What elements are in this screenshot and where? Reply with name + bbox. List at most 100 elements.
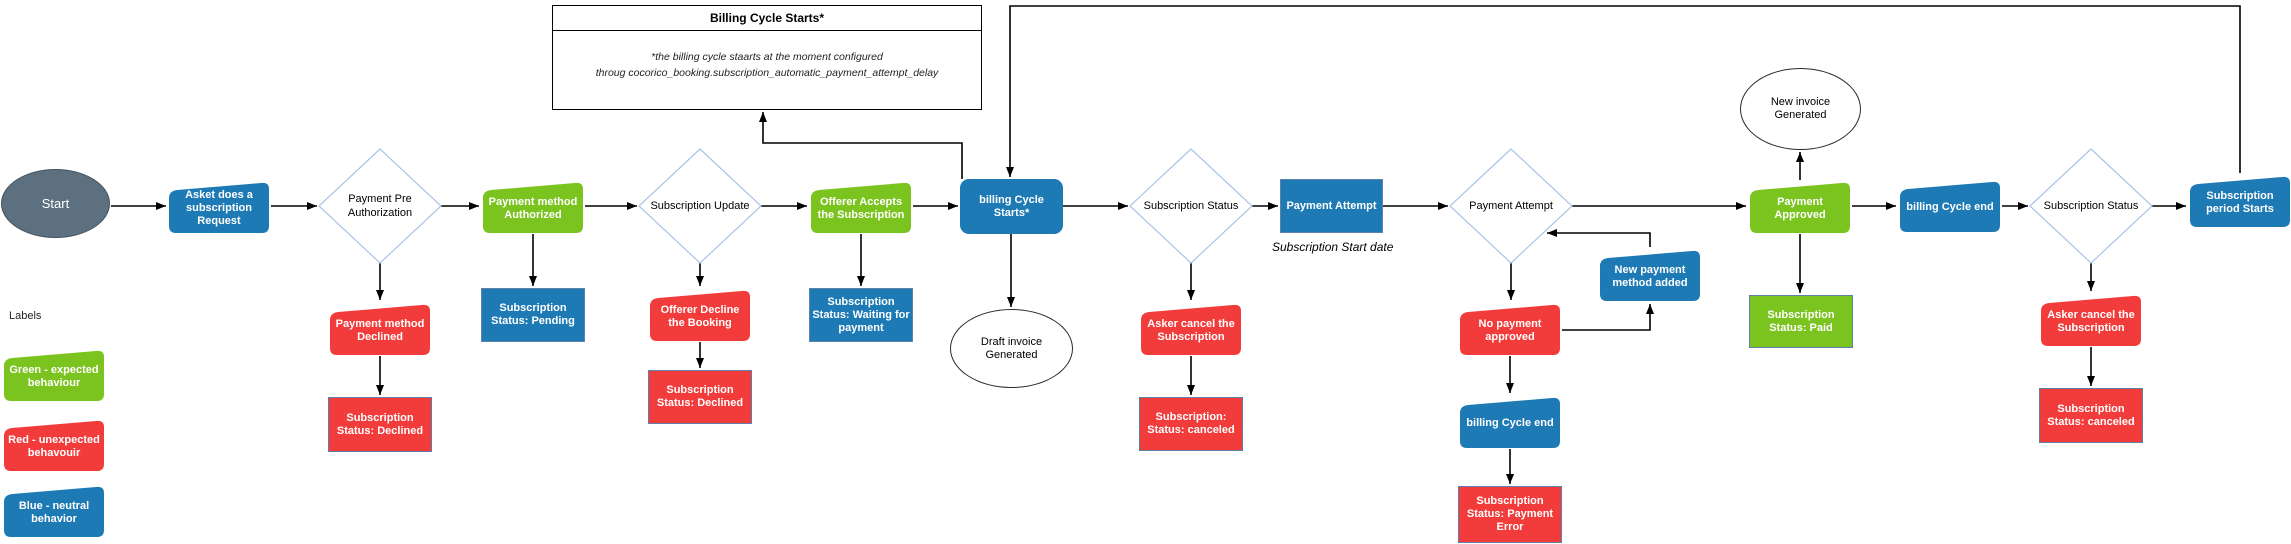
arrowhead-billing-starts-to-note [759, 112, 767, 122]
arrowhead-asker-cancel2-to-canceled2 [2087, 376, 2095, 386]
subscription-status-declined-2[interactable]: Subscription Status: Declined [648, 370, 752, 424]
payment-approved-label: Payment Approved [1774, 195, 1826, 221]
arrowhead-status1-to-asker-cancel [1187, 290, 1195, 300]
payment-approved[interactable]: Payment Approved [1748, 180, 1852, 234]
new-invoice-generated-label: New invoice Generated [1770, 96, 1831, 121]
subscription-status-diamond-1-label: Subscription Status [1143, 200, 1239, 212]
arrowhead-no-payment-to-billing-end [1506, 383, 1514, 393]
arrowhead-authorized-to-pending [529, 276, 537, 286]
arrowhead-billing-starts-to-status1 [1118, 202, 1128, 210]
arrowhead-billing-end-to-status2 [2018, 202, 2028, 210]
payment-pre-authorization-label: Payment Pre Authorization [347, 193, 413, 219]
payment-pre-authorization[interactable] [318, 148, 442, 264]
edge-period-starts-loop-to-billing-starts [1009, 5, 2241, 177]
asket-subscription-request[interactable]: Asket does a subscription Request [167, 180, 271, 234]
arrowhead-offerer-decline-to-status-declined [696, 358, 704, 368]
arrowhead-attempt-diamond-to-approved [1736, 202, 1746, 210]
subscription-status-diamond-2-label: Subscription Status [2043, 200, 2139, 212]
subscription-status-payment-error[interactable]: Subscription Status: Payment Error [1458, 486, 1562, 543]
edge-billing-starts-to-note [762, 112, 963, 179]
subscription-status-canceled-2[interactable]: Subscription Status: canceled [2039, 388, 2143, 443]
legend-green-expected-label: Green - expected behaviour [9, 363, 99, 389]
arrowhead-preauth-to-authorized [469, 202, 479, 210]
draft-invoice-generated[interactable]: Draft invoice Generated [950, 309, 1073, 388]
draft-invoice-generated-label: Draft invoice Generated [980, 335, 1043, 361]
asker-cancel-subscription-1-label: Asker cancel the Subscription [1147, 317, 1235, 343]
subscription-status-payment-error-label: Subscription Status: Payment Error [1466, 495, 1554, 533]
subscription-status-declined-1[interactable]: Subscription Status: Declined [328, 397, 432, 452]
payment-method-declined-label: Payment method Declined [335, 317, 425, 343]
billing-cycle-starts[interactable]: billing Cycle Starts* [960, 179, 1063, 234]
new-invoice-generated[interactable]: New invoice Generated [1740, 68, 1861, 150]
new-payment-method-added-label: New payment method added [1612, 263, 1688, 289]
arrowhead-payment-attempt-to-diamond [1438, 202, 1448, 210]
billing-cycle-note: Billing Cycle Starts* *the billing cycle… [552, 5, 982, 110]
note-body: *the billing cycle staarts at the moment… [553, 31, 981, 81]
subscription-status-declined-2-label: Subscription Status: Declined [656, 384, 744, 409]
subscription-status-paid-label: Subscription Status: Paid [1767, 308, 1835, 334]
subscription-period-starts[interactable]: Subscription period Starts [2188, 174, 2291, 228]
subscription-status-canceled-1-label: Subscription: Status: canceled [1147, 411, 1235, 436]
new-payment-method-added[interactable]: New payment method added [1598, 248, 1702, 302]
arrowhead-accepts-to-billing-starts [948, 202, 958, 210]
note-body-line2: throug cocorico_booking.subscription_aut… [595, 67, 939, 79]
payment-attempt-diamond[interactable] [1449, 148, 1573, 264]
arrowhead-accepts-to-waiting [857, 276, 865, 286]
payment-attempt-diamond-label: Payment Attempt [1469, 200, 1553, 212]
arrowhead-approved-to-paid [1796, 283, 1804, 293]
asker-cancel-subscription-2[interactable]: Asker cancel the Subscription [2039, 293, 2143, 347]
arrowhead-no-payment-to-new-payment [1646, 304, 1654, 314]
subscription-status-paid[interactable]: Subscription Status: Paid [1749, 295, 1853, 348]
subscription-status-declined-1-label: Subscription Status: Declined [336, 411, 424, 437]
arrowhead-update-to-offerer-decline [696, 276, 704, 286]
legend-blue-neutral[interactable]: Blue - neutral behavior [2, 484, 106, 538]
offerer-accepts-subscription-label: Offerer Accepts the Subscription [817, 195, 905, 221]
arrowhead-authorized-to-update [627, 202, 637, 210]
note-title: Billing Cycle Starts* [553, 6, 981, 31]
arrowhead-attempt-diamond-to-no-payment [1507, 290, 1515, 300]
arrowhead-status2-to-asker-cancel2 [2087, 281, 2095, 291]
subscription-update[interactable] [638, 148, 762, 264]
subscription-status-pending[interactable]: Subscription Status: Pending [481, 288, 585, 342]
payment-attempt-box-label: Payment Attempt [1286, 199, 1377, 212]
subscription-status-canceled-2-label: Subscription Status: canceled [2047, 402, 2135, 428]
billing-cycle-end-upper-label: billing Cycle end [1906, 201, 1994, 213]
asker-cancel-subscription-1[interactable]: Asker cancel the Subscription [1139, 302, 1243, 356]
payment-method-authorized-label: Payment method Authorized [488, 195, 578, 221]
arrowhead-new-payment-to-attempt-diamond [1547, 229, 1557, 237]
billing-cycle-starts-label: billing Cycle Starts* [979, 193, 1044, 219]
arrowhead-status2-to-period-starts [2176, 202, 2186, 210]
arrowhead-preauth-to-declined [376, 290, 384, 300]
subscription-update-label: Subscription Update [650, 200, 750, 212]
payment-attempt-box[interactable]: Payment Attempt [1280, 179, 1383, 233]
legend-blue-neutral-label: Blue - neutral behavior [18, 499, 90, 525]
arrowhead-status1-to-payment-attempt [1268, 202, 1278, 210]
billing-cycle-end-lower-label: billing Cycle end [1466, 417, 1554, 429]
legend-heading: Labels [9, 310, 42, 322]
arrowhead-request-to-preauth [307, 202, 317, 210]
start-node[interactable]: Start [1, 169, 110, 238]
arrowhead-start-to-request [156, 202, 166, 210]
subscription-period-starts-label: Subscription period Starts [2206, 189, 2274, 215]
edge-new-payment-to-attempt-diamond [1547, 232, 1651, 247]
start-node-label: Start [41, 196, 70, 211]
note-body-line1: *the billing cycle staarts at the moment… [651, 51, 883, 63]
subscription-status-canceled-1[interactable]: Subscription: Status: canceled [1139, 397, 1243, 451]
edge-no-payment-to-new-payment [1562, 304, 1651, 331]
subscription-status-waiting[interactable]: Subscription Status: Waiting for payment [809, 288, 913, 342]
subscription-status-diamond-2[interactable] [2029, 148, 2153, 264]
subscription-status-diamond-1[interactable] [1129, 148, 1253, 264]
arrowhead-declined-to-status-declined [376, 385, 384, 395]
arrowhead-billing-starts-to-draft-invoice [1007, 297, 1015, 307]
asker-cancel-subscription-2-label: Asker cancel the Subscription [2047, 308, 2135, 334]
legend-red-unexpected-label: Red - unexpected behavouir [8, 433, 100, 459]
arrowhead-approved-to-billing-end [1886, 202, 1896, 210]
arrowhead-period-starts-loop-to-billing-starts [1006, 167, 1014, 177]
offerer-decline-the-booking-label: Offerer Decline the Booking [660, 303, 740, 329]
arrowhead-billing-end-to-payment-error [1506, 474, 1514, 484]
arrowhead-approved-to-new-invoice [1796, 152, 1804, 162]
no-payment-approved-label: No payment approved [1478, 317, 1542, 343]
arrowhead-asker-cancel-to-canceled [1187, 385, 1195, 395]
